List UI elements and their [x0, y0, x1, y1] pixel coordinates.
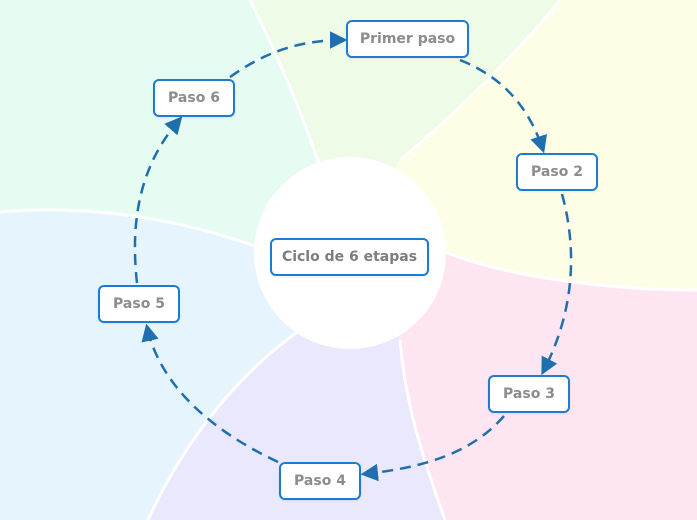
center-label[interactable]: Ciclo de 6 etapas: [270, 238, 429, 276]
step-label: Primer paso: [359, 31, 456, 47]
sector-divider: [398, 339, 447, 520]
connector-primer-paso-to-paso-2: [459, 58, 547, 154]
sector-divider: [399, 0, 562, 162]
sector-divider: [0, 208, 261, 250]
connector-paso-2-to-paso-3: [541, 193, 573, 376]
step-label: Paso 5: [113, 296, 165, 312]
step-label: Paso 2: [531, 164, 583, 180]
connector-paso-6-to-primer-paso: [229, 31, 348, 79]
step-paso-5[interactable]: Paso 5: [98, 285, 180, 323]
step-paso-6[interactable]: Paso 6: [153, 79, 235, 117]
step-label: Paso 4: [294, 473, 346, 489]
connector-paso-4-to-paso-5: [141, 323, 279, 464]
center-label-text: Ciclo de 6 etapas: [281, 249, 418, 265]
sector-primer-paso: [250, 0, 560, 253]
connector-paso-3-to-paso-4: [360, 415, 505, 482]
sector-divider: [439, 248, 697, 292]
connector-paso-5-to-paso-6: [133, 116, 183, 284]
step-paso-2[interactable]: Paso 2: [516, 153, 598, 191]
step-paso-4[interactable]: Paso 4: [279, 462, 361, 500]
sector-divider: [146, 328, 301, 520]
step-label: Paso 3: [503, 386, 555, 402]
step-paso-3[interactable]: Paso 3: [488, 375, 570, 413]
step-primer-paso[interactable]: Primer paso: [346, 20, 469, 58]
step-label: Paso 6: [168, 90, 220, 106]
